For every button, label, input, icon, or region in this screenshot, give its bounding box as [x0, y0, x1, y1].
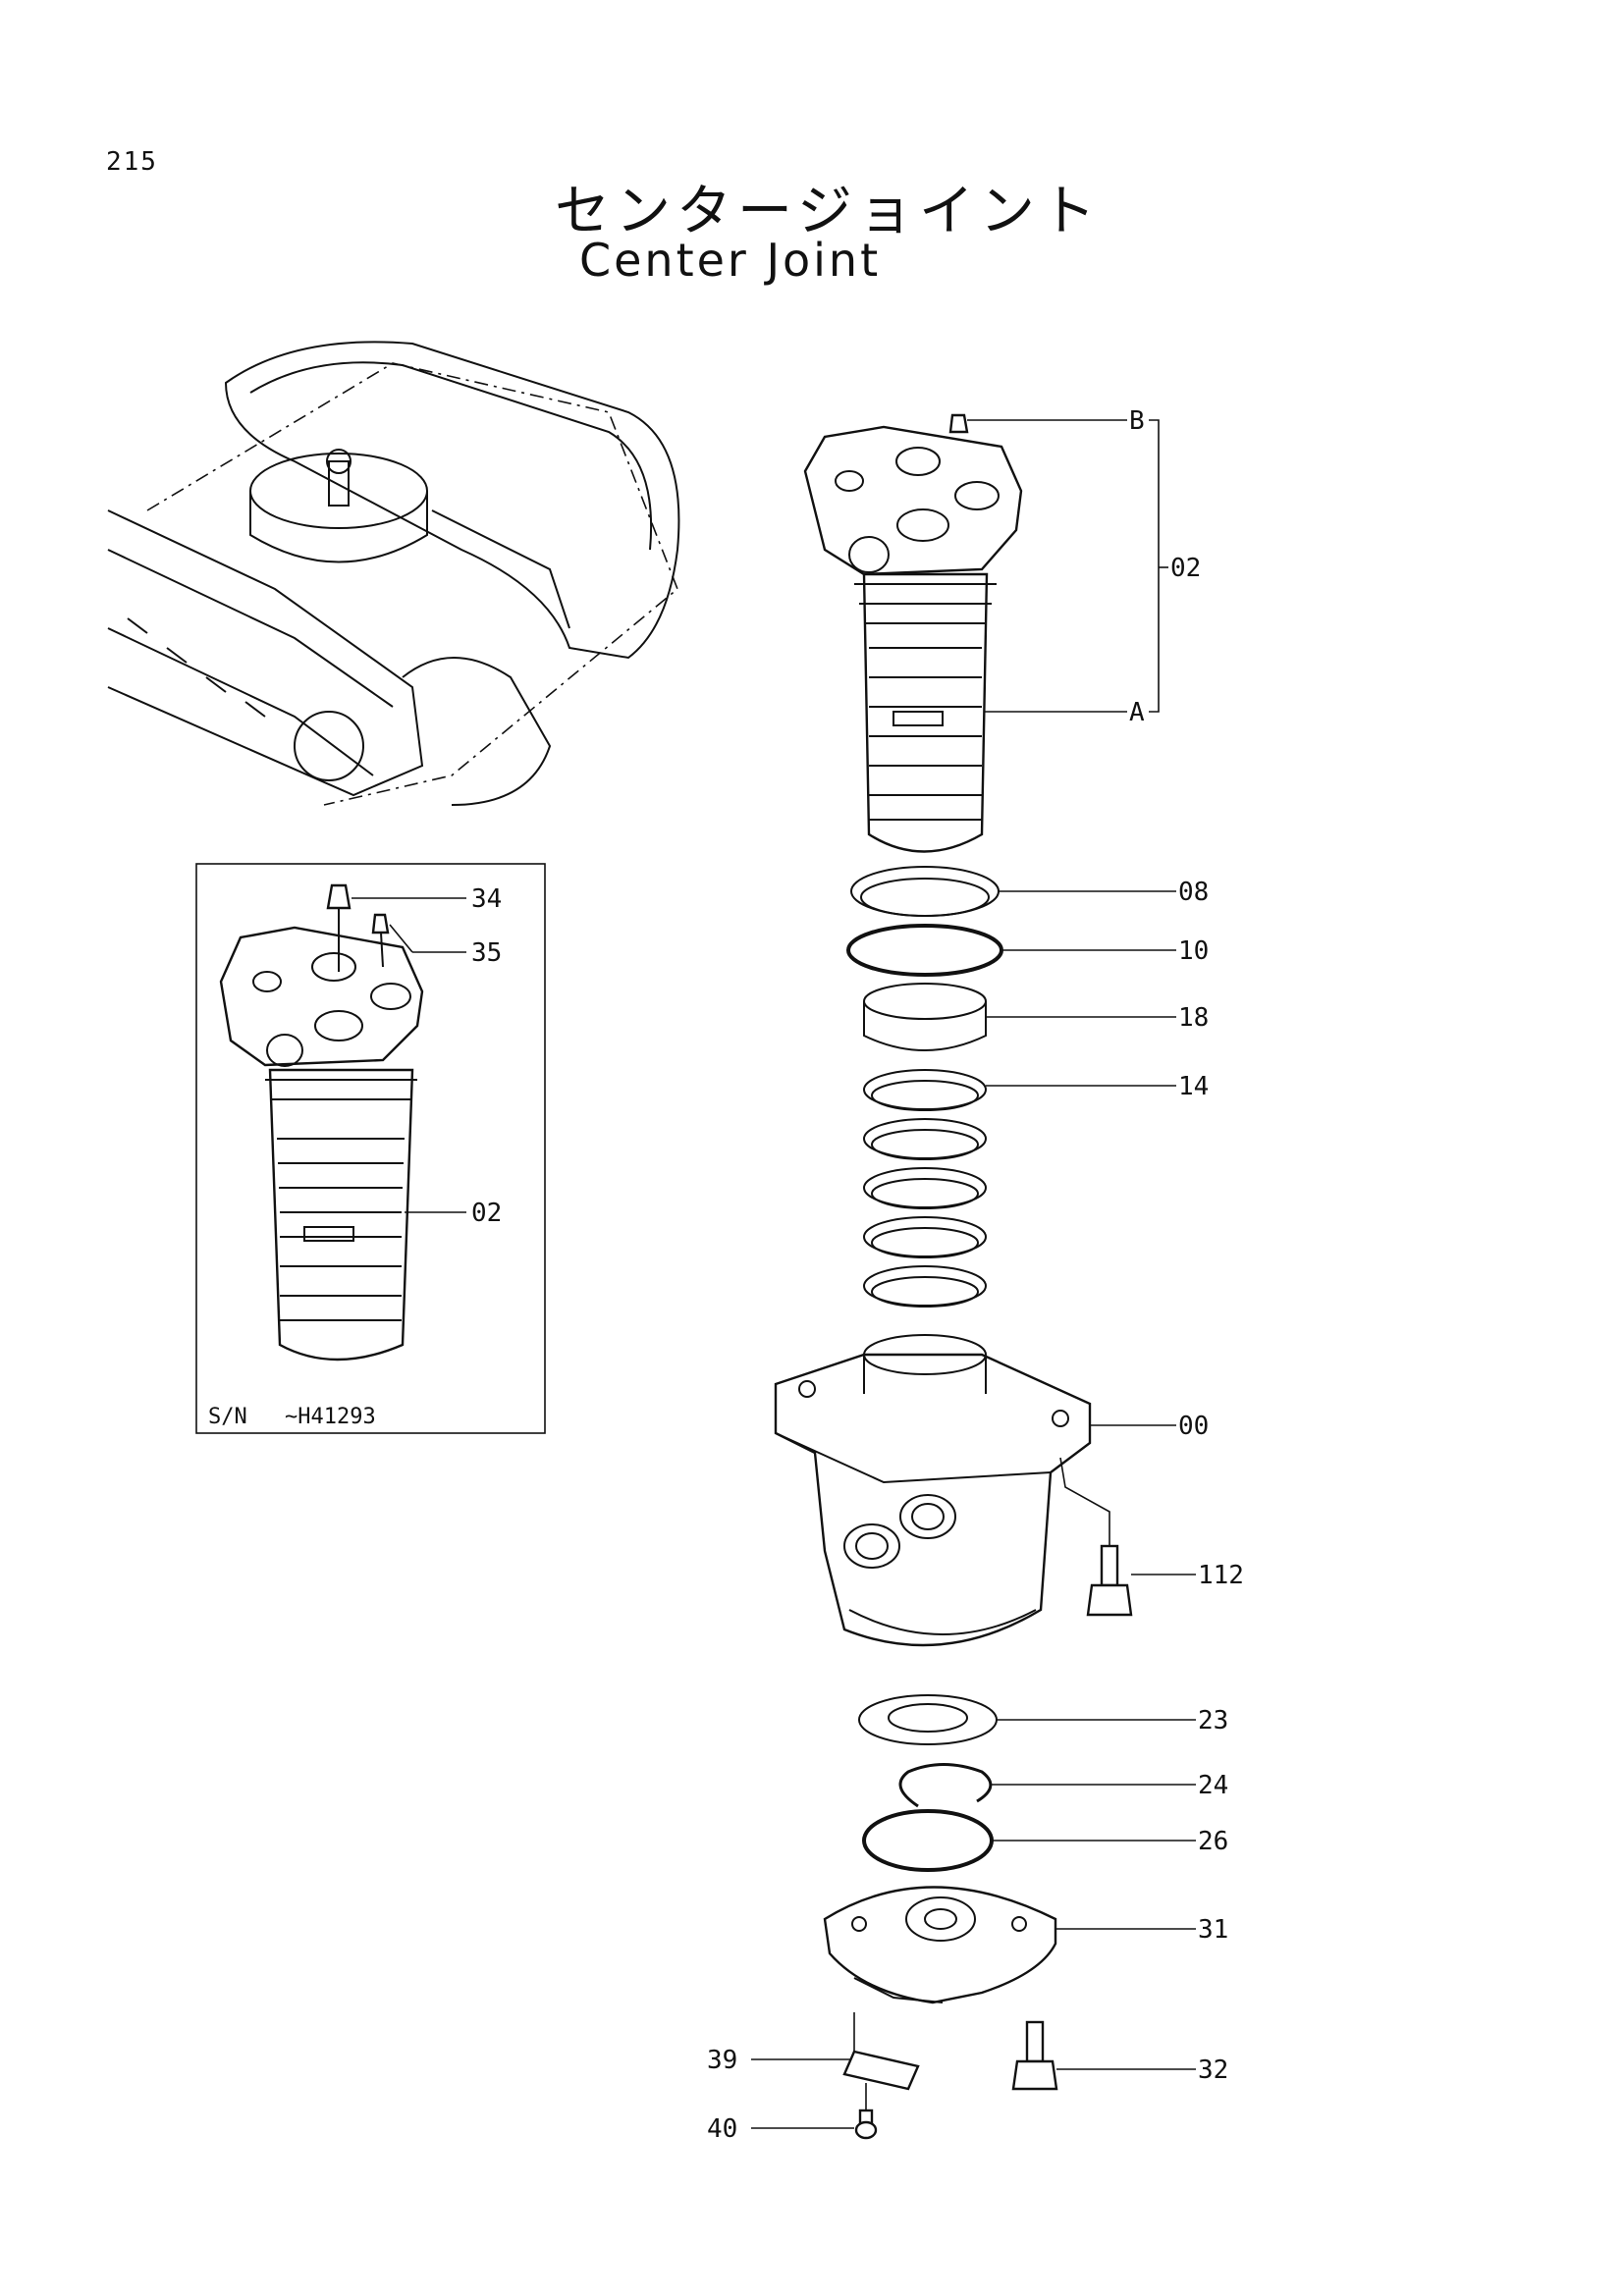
callout-40: 40	[707, 2114, 737, 2144]
plate-part-39	[842, 2012, 920, 2091]
page-number: 215	[106, 147, 158, 177]
callout-02: 02	[1170, 554, 1201, 583]
inset-callout-34: 34	[471, 884, 502, 914]
inset-callout-35: 35	[471, 938, 502, 968]
callout-08: 08	[1178, 878, 1209, 907]
inset-serial-variant: 34 35 02 S/N ~H41293	[195, 863, 546, 1434]
callout-18: 18	[1178, 1003, 1209, 1033]
inset-joint-drawing	[219, 883, 424, 1362]
callout-b: B	[1129, 406, 1145, 436]
spindle-part-02	[803, 413, 1023, 853]
cover-part-31	[823, 1886, 1057, 2004]
plate-part-23	[858, 1694, 998, 1745]
snap-ring-part-24	[898, 1763, 993, 1808]
callout-00: 00	[1178, 1412, 1209, 1441]
o-ring-part-10	[846, 924, 1003, 977]
undercarriage-overview-illustration	[107, 341, 680, 806]
callout-10: 10	[1178, 936, 1209, 966]
callout-112: 112	[1198, 1561, 1244, 1590]
seal-rings-part-14	[863, 1069, 987, 1308]
page-title-japanese: センタージョイント	[555, 180, 1102, 243]
serial-range: ~H41293	[285, 1405, 376, 1429]
callout-14: 14	[1178, 1072, 1209, 1101]
ring-part-08	[850, 866, 1000, 917]
bolt-part-32	[1011, 2020, 1058, 2091]
page-title-english: Center Joint	[579, 234, 882, 287]
callout-26: 26	[1198, 1827, 1228, 1856]
bolt-part-112	[1059, 1457, 1133, 1617]
callout-24: 24	[1198, 1771, 1228, 1800]
body-part-00	[774, 1334, 1092, 1647]
center-joint-exploded-view: B A 02 08 10 18 14	[707, 406, 1244, 2144]
inset-callout-02: 02	[471, 1199, 502, 1228]
callout-23: 23	[1198, 1706, 1228, 1735]
o-ring-part-26	[862, 1809, 994, 1872]
bushing-part-18	[863, 983, 987, 1051]
serial-label: S/N	[208, 1405, 247, 1429]
callout-39: 39	[707, 2046, 737, 2075]
callout-32: 32	[1198, 2056, 1228, 2085]
callout-31: 31	[1198, 1915, 1228, 1945]
screw-part-40	[854, 2083, 878, 2140]
callout-a: A	[1129, 698, 1145, 727]
